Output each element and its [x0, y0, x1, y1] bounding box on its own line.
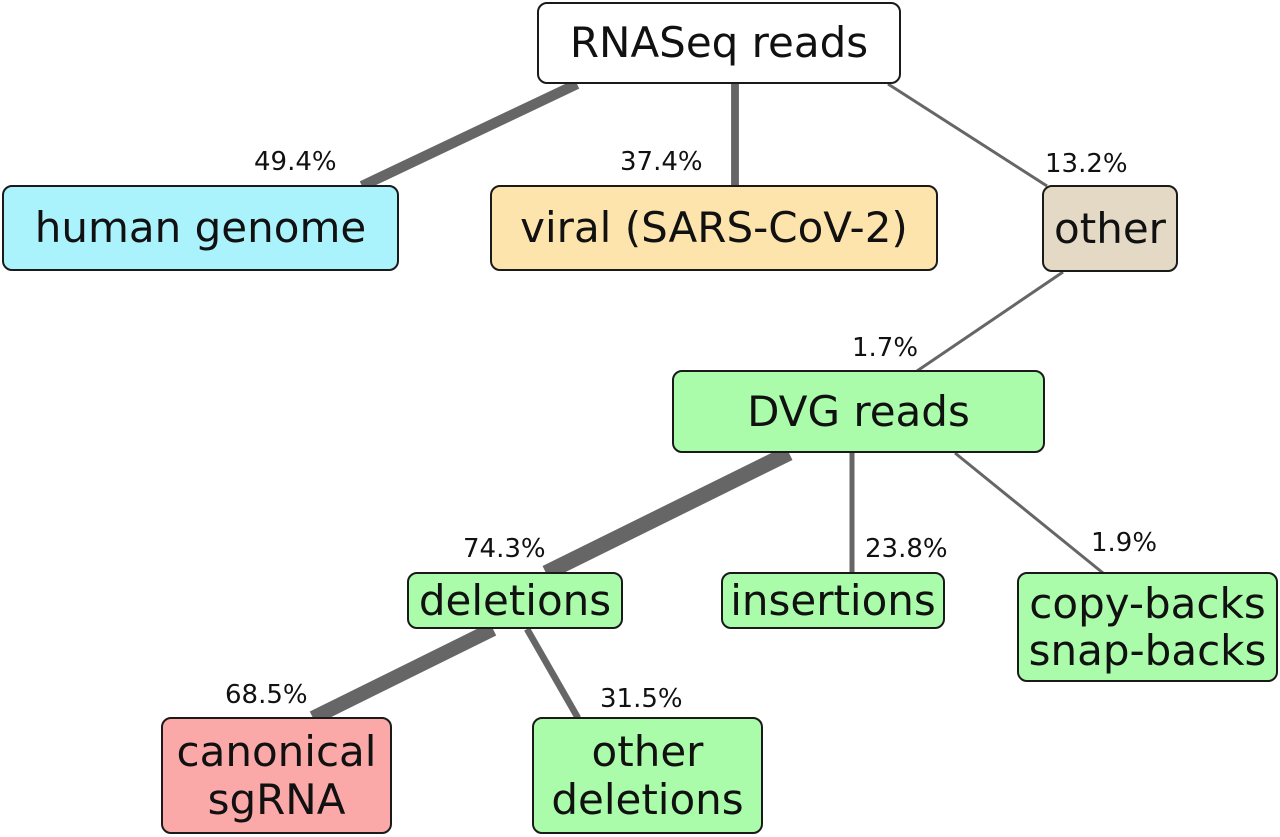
node-human-genome: human genome: [2, 185, 399, 271]
edge-label-insertions: 23.8%: [865, 534, 948, 564]
node-viral-line-1: viral (SARS-CoV-2): [520, 203, 908, 253]
node-canonical-sgrna: canonical sgRNA: [161, 717, 392, 834]
node-other-deletions: other deletions: [532, 717, 763, 834]
edge-other-dvg: [916, 270, 1064, 373]
edge-deletions-canonical: [309, 622, 497, 725]
node-other: other: [1042, 185, 1178, 272]
node-copy-backs-line-1: copy-backs: [1029, 578, 1266, 628]
edge-label-dvg: 1.7%: [852, 333, 919, 363]
node-insertions-line-1: insertions: [730, 575, 936, 625]
node-canonical-sgrna-line-2: sgRNA: [207, 774, 346, 824]
edge-label-canonical: 68.5%: [225, 680, 308, 710]
edge-label-deletions: 74.3%: [463, 534, 546, 564]
node-human-genome-line-1: human genome: [34, 203, 367, 253]
edge-rnaseq-other: [887, 82, 1048, 188]
edge-deletions-other-deletions: [524, 627, 581, 720]
edge-dvg-deletions: [542, 446, 793, 580]
node-dvg-reads: DVG reads: [672, 370, 1045, 453]
node-deletions: deletions: [407, 572, 623, 629]
edge-rnaseq-human: [359, 79, 580, 191]
node-viral: viral (SARS-CoV-2): [490, 185, 938, 271]
node-canonical-sgrna-line-1: canonical: [176, 727, 377, 777]
edge-label-other-deletions: 31.5%: [600, 684, 683, 714]
node-dvg-reads-line-1: DVG reads: [747, 386, 970, 436]
edge-label-human: 49.4%: [254, 147, 337, 177]
node-copy-backs: copy-backs snap-backs: [1017, 572, 1278, 682]
edge-dvg-copy-backs: [954, 451, 1104, 575]
node-insertions: insertions: [721, 572, 945, 629]
edge-label-viral: 37.4%: [620, 147, 703, 177]
node-other-deletions-line-2: deletions: [551, 774, 744, 824]
node-other-deletions-line-1: other: [591, 727, 704, 777]
node-other-line-1: other: [1054, 203, 1166, 253]
node-deletions-line-1: deletions: [418, 575, 612, 625]
edge-label-other: 13.2%: [1045, 149, 1128, 179]
node-copy-backs-line-2: snap-backs: [1028, 626, 1267, 675]
node-rnaseq-reads: RNASeq reads: [537, 2, 901, 84]
node-rnaseq-reads-line-1: RNASeq reads: [569, 18, 869, 68]
edge-label-copy-backs: 1.9%: [1091, 528, 1158, 558]
